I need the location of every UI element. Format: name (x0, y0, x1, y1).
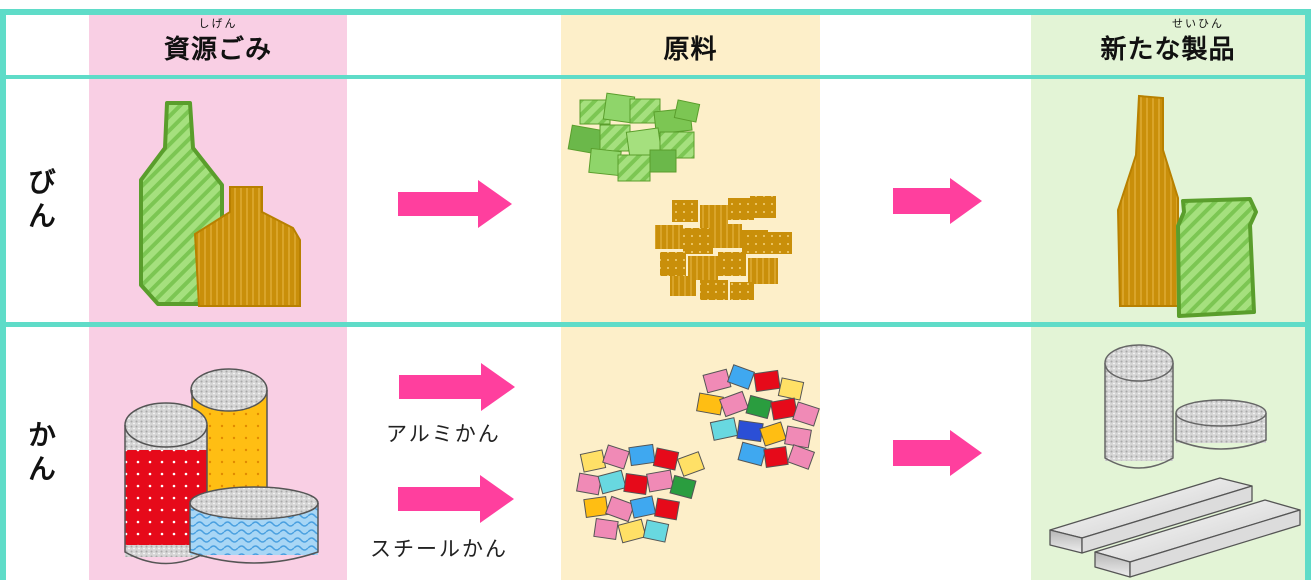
waste-ruby: しげん (198, 16, 238, 30)
arrow-icon (398, 475, 514, 523)
cullet-icon (655, 196, 792, 300)
header-divider (0, 75, 1311, 79)
arrow-icon (398, 180, 512, 228)
arrow-icon (399, 363, 515, 411)
arrow-icon (893, 430, 982, 476)
caption-aluminum: アルミかん (386, 422, 501, 446)
brown-bottle-icon (193, 186, 301, 307)
can-icon (189, 486, 319, 564)
brown-bottle-icon (1116, 94, 1179, 307)
header-waste: しげん資源ごみ (89, 16, 347, 76)
header-material: 原料 (561, 18, 820, 76)
steel-slab-icon (1049, 477, 1253, 554)
row-label-can: かん (24, 419, 57, 488)
row-label-bottle: びん (24, 167, 57, 235)
caption-steel: スチールかん (370, 537, 508, 561)
row-divider (0, 322, 1311, 327)
cullet-icon (567, 92, 701, 182)
left-border (0, 10, 6, 580)
aluminum-ingot-icon (1104, 344, 1174, 469)
product-title: 新たな製品 (1100, 34, 1236, 65)
steel-slab-icon (1094, 499, 1301, 578)
material-title: 原料 (663, 34, 718, 65)
right-border (1305, 10, 1311, 580)
aluminum-ingot-icon (1175, 399, 1267, 450)
product-ruby: せいひん (1171, 16, 1224, 30)
arrow-icon (893, 178, 982, 224)
waste-title: 資源ごみ (163, 34, 272, 65)
header-product: せいひん新たな製品 (1031, 16, 1305, 76)
cullet-icon (576, 443, 706, 544)
green-bottle-icon (1176, 197, 1258, 318)
cullet-icon (696, 364, 820, 470)
top-border (0, 9, 1311, 15)
